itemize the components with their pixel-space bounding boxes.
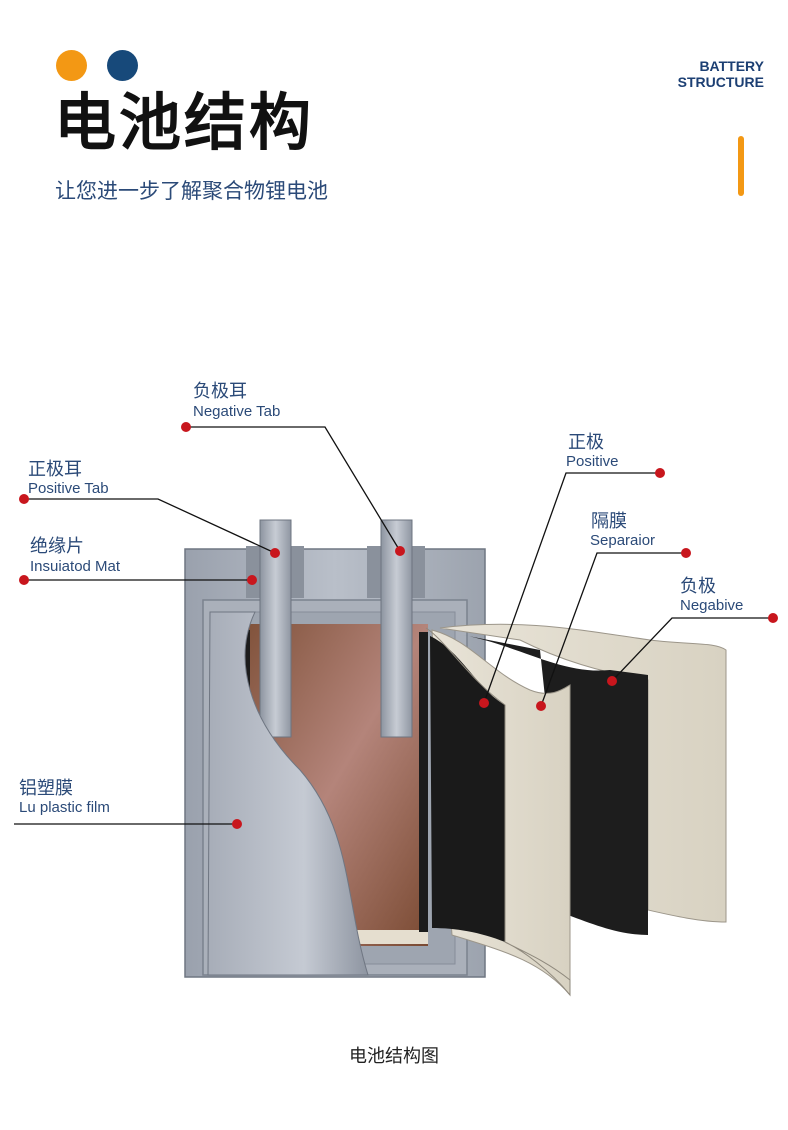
cell-right-edge [419,632,428,932]
leader-positive [483,472,660,704]
marker-dot [681,548,691,558]
marker-dot [181,422,191,432]
negative-layer-back [439,623,727,923]
separator-label-en: Separaior [590,532,656,549]
marker-dot [19,575,29,585]
badge-line-1: BATTERY [699,58,764,74]
marker-dot [607,676,617,686]
markers [19,422,778,829]
marker-dot [536,701,546,711]
negative-tab-label-en: Negative Tab [193,403,281,420]
positive-label-en: Positive [566,453,619,470]
diagram-caption: 电池结构图 [349,1046,439,1067]
positive-label-zh: 正极 [568,432,604,453]
page-subtitle: 让您进一步了解聚合物锂电池 [55,179,328,203]
leader-lines [14,426,773,825]
leader-separator [540,552,686,707]
separator-label-zh: 隔膜 [591,511,627,532]
plastic-film-flap [207,611,369,976]
positive-tab-label-en: Positive Tab [28,480,109,497]
marker-dot [270,548,280,558]
marker-dot [655,468,665,478]
negative-label-zh: 负极 [680,576,716,597]
leader-negative-tab [186,426,401,552]
negative-tab-label-zh: 负极耳 [193,381,247,402]
badge-line-2: STRUCTURE [677,74,764,90]
blue-dot-icon [107,50,138,81]
marker-dot [395,546,405,556]
negative-layer-black [458,634,648,935]
marker-dot [232,819,242,829]
marker-dot [479,698,489,708]
marker-dot [19,494,29,504]
film-label-zh: 铝塑膜 [19,778,73,799]
film-label-en: Lu plastic film [19,799,110,816]
marker-dot [247,575,257,585]
marker-dot [768,613,778,623]
orange-dot-icon [56,50,87,81]
section-badge: BATTERY STRUCTURE [678,58,764,90]
insulation-label-en: Insuiatod Mat [30,558,121,575]
page-title: 电池结构 [54,86,315,159]
front-wrap [425,627,571,997]
accent-bar [738,136,744,196]
leader-negative [611,617,773,682]
insulation-label-zh: 绝缘片 [30,536,84,557]
negative-label-en: Negabive [680,597,744,614]
positive-layer-black [430,636,505,942]
leader-positive-tab [24,498,276,554]
negative-tab [380,519,413,738]
positive-tab-label-zh: 正极耳 [28,459,82,480]
